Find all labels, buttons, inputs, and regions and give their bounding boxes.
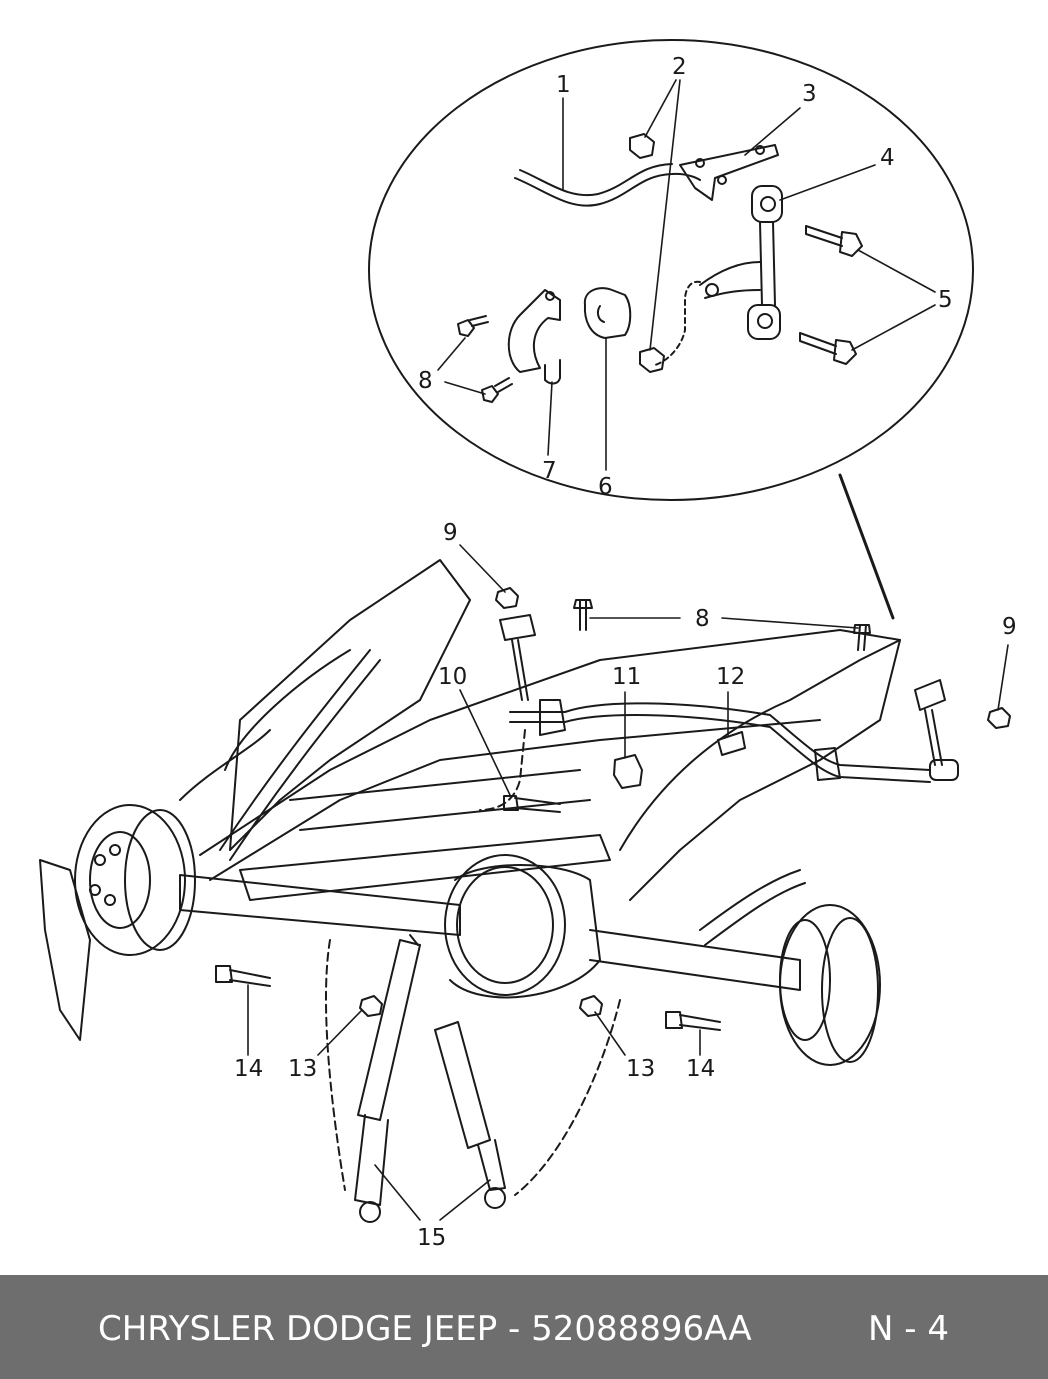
callout-8-detail: 8 (418, 368, 433, 394)
bracket-12 (717, 731, 746, 756)
bolt-14-right (679, 1014, 721, 1031)
clamp-detail (507, 289, 561, 373)
callout-13-left: 13 (288, 1056, 317, 1082)
callout-7: 7 (542, 458, 557, 484)
leader-8-main-b (721, 617, 859, 629)
link-right-main (914, 679, 946, 766)
leader-15b (439, 1179, 491, 1221)
callout-5: 5 (938, 287, 953, 313)
callout-10: 10 (438, 664, 467, 690)
callout-9-left: 9 (443, 520, 458, 546)
bolt-detail-lower (799, 332, 837, 355)
callout-13-right: 13 (626, 1056, 655, 1082)
leader-5a (857, 249, 936, 293)
leader-9a (459, 544, 506, 593)
callout-8-main: 8 (695, 606, 710, 632)
callout-3: 3 (802, 81, 817, 107)
callout-14-left: 14 (234, 1056, 263, 1082)
footer-page-number: N - 4 (868, 1309, 949, 1349)
leader-7 (547, 381, 553, 456)
nut-9-right (987, 707, 1011, 729)
shock-absorber-right (434, 1021, 491, 1149)
leader-10 (459, 689, 511, 796)
brake-drum-left (74, 804, 186, 956)
nut-13-left (359, 995, 383, 1017)
callout-4: 4 (880, 145, 895, 171)
link-bushing-upper (751, 185, 783, 223)
nut-13-right (579, 995, 603, 1017)
bolt-8-detail-a (469, 315, 489, 327)
leader-13a (317, 1009, 363, 1056)
leader-8b (444, 381, 486, 395)
leader-8a (437, 337, 466, 371)
leader-3 (744, 107, 801, 156)
bushing-detail (583, 287, 632, 339)
callout-12: 12 (716, 664, 745, 690)
parts-diagram: 1 2 3 4 5 6 7 8 9 8 9 10 11 12 14 13 13 … (39, 39, 1017, 1251)
axle-housing (179, 874, 461, 936)
detail-leader-line (838, 473, 895, 620)
bolt-8-main-right (857, 624, 867, 651)
nut-9-left (495, 587, 519, 609)
detail-view-circle (368, 39, 974, 501)
link-left-main (499, 614, 536, 701)
leaf-spring-right (699, 869, 801, 931)
leader-2b (649, 79, 681, 351)
footer-bar: CHRYSLER DODGE JEEP - 52088896AA N - 4 (0, 1275, 1048, 1379)
leader-9b (997, 644, 1009, 711)
leader-4 (779, 164, 876, 201)
bracket-detail (679, 144, 779, 201)
leader-2a (644, 79, 677, 138)
callout-15: 15 (417, 1225, 446, 1251)
bolt-detail-upper (805, 225, 843, 247)
callout-14-right: 14 (686, 1056, 715, 1082)
frame-rail-left (229, 559, 471, 851)
callout-11: 11 (612, 664, 641, 690)
differential-cover (444, 854, 566, 996)
stabilizer-bar-main (509, 702, 931, 771)
callout-1: 1 (556, 72, 571, 98)
callout-9-right: 9 (1002, 614, 1017, 640)
leader-15a (374, 1164, 421, 1221)
callout-2: 2 (672, 54, 687, 80)
bolt-8-main-left (579, 599, 587, 631)
footer-title: CHRYSLER DODGE JEEP - 52088896AA (98, 1309, 752, 1349)
leader-13b (594, 1011, 626, 1056)
callout-6: 6 (598, 474, 613, 500)
bolt-10 (514, 797, 561, 813)
shock-absorber-left (357, 939, 421, 1121)
link-bushing-lower (747, 304, 781, 340)
nut-detail-lower (639, 347, 665, 373)
leaf-spring-left (219, 649, 371, 851)
bolt-14-left (229, 969, 271, 987)
stabilizer-bar-detail (514, 172, 701, 207)
frame-crossmember (239, 834, 611, 901)
leader-5b (851, 304, 936, 351)
diagram-svg: 1 2 3 4 5 6 7 8 9 8 9 10 11 12 14 13 13 … (39, 39, 1017, 1251)
bolt-8-detail-b (494, 377, 513, 393)
frame-rail-right (619, 639, 901, 901)
jounce-bumper (613, 754, 643, 789)
nut-detail-upper (629, 133, 655, 159)
